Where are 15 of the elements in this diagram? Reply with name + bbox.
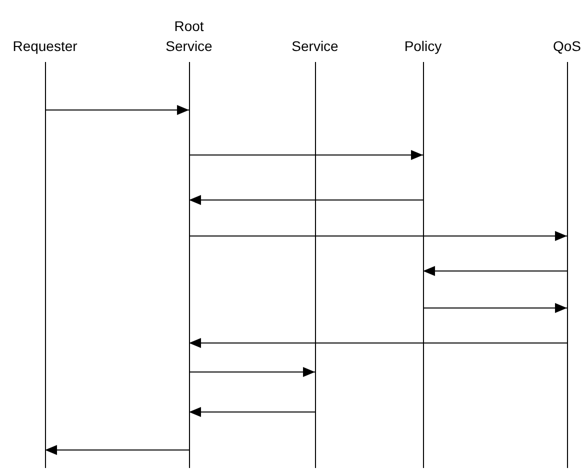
message-arrow — [188, 367, 316, 377]
participant-label: Requester — [12, 37, 78, 56]
message-arrow — [188, 338, 568, 348]
message-arrow — [188, 407, 316, 417]
message-arrow — [44, 445, 190, 455]
message-arrow — [44, 105, 190, 115]
message-arrow — [188, 231, 568, 241]
participant-label: QoS — [552, 37, 581, 56]
message-arrow — [422, 303, 568, 313]
participant-label: Root Service — [164, 17, 214, 56]
message-arrow — [422, 266, 568, 276]
message-arrow — [188, 150, 424, 160]
participant-label: Policy — [404, 37, 442, 56]
participant-label: Service — [292, 37, 338, 56]
message-arrow — [188, 195, 424, 205]
